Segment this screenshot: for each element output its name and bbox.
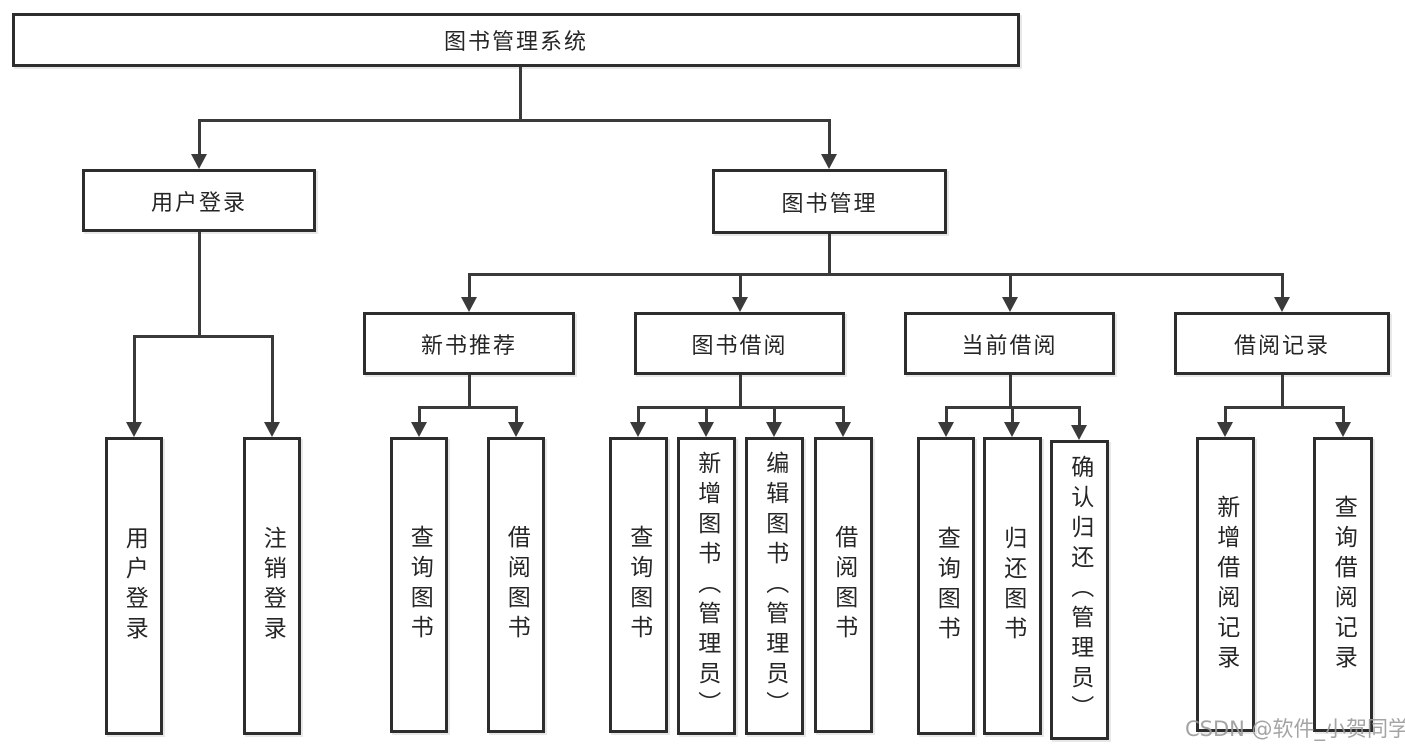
node-borrow-records-label: 借阅记录 (1233, 333, 1330, 359)
arrowhead-book-borrow (732, 297, 748, 312)
edge-current-borrow-stub (1009, 375, 1012, 408)
edge-to-new-book-rec (468, 273, 471, 299)
node-bb-borrow-books: 借阅图书 (814, 437, 873, 733)
node-cb-confirm-return-label: 确认归还（管理员） (1066, 455, 1093, 725)
node-bb-edit-books: 编辑图书（管理员） (745, 437, 804, 735)
node-bb-borrow-books-label: 借阅图书 (830, 525, 857, 645)
arrowhead-logout-action (264, 422, 280, 437)
edge-user-login-branch (133, 335, 274, 338)
edge-new-book-rec-stub (468, 375, 471, 408)
arrowhead-bb-borrow (835, 422, 851, 437)
edge-level3-branch (468, 273, 1283, 276)
edge-to-br-add (1224, 406, 1227, 424)
node-current-borrow: 当前借阅 (904, 312, 1115, 375)
arrowhead-rec-borrow (508, 422, 524, 437)
node-rec-borrow-books: 借阅图书 (487, 437, 545, 733)
edge-borrow-records-branch (1224, 406, 1345, 409)
edge-to-logout-action (271, 335, 274, 423)
node-rec-query-books: 查询图书 (390, 437, 448, 733)
arrowhead-cb-confirm (1071, 425, 1087, 440)
arrowhead-br-query (1335, 422, 1351, 437)
node-borrow-records: 借阅记录 (1174, 312, 1390, 375)
node-current-borrow-label: 当前借阅 (961, 333, 1058, 359)
edge-to-user-login (198, 119, 201, 155)
edge-to-book-mgmt (828, 119, 831, 155)
csdn-watermark: CSDN @软件_小贺同学 (1185, 717, 1405, 741)
arrowhead-current-borrow (1002, 297, 1018, 312)
edge-book-mgmt-stub (828, 234, 831, 275)
edge-to-cb-return (1011, 406, 1014, 424)
edge-to-current-borrow (1009, 273, 1012, 299)
node-user-login-action: 用户登录 (105, 437, 163, 735)
arrowhead-user-login (191, 154, 207, 169)
edge-to-cb-confirm (1078, 406, 1081, 427)
node-book-mgmt-label: 图书管理 (781, 191, 878, 217)
edge-borrow-records-stub (1281, 375, 1284, 408)
node-logout-action: 注销登录 (243, 437, 301, 735)
edge-level2-branch (198, 119, 831, 122)
edge-book-borrow-stub (739, 375, 742, 408)
node-br-add-record-label: 新增借阅记录 (1212, 494, 1239, 675)
node-bb-query-books-label: 查询图书 (625, 525, 652, 645)
arrowhead-new-book-rec (461, 297, 477, 312)
edge-to-cb-query (945, 406, 948, 424)
node-book-borrow: 图书借阅 (634, 312, 845, 375)
node-logout-action-label: 注销登录 (259, 526, 286, 646)
node-root-label: 图书管理系统 (443, 30, 588, 55)
node-bb-add-books: 新增图书（管理员） (677, 437, 736, 735)
edge-user-login-stub (198, 232, 201, 336)
edge-to-br-query (1342, 406, 1345, 424)
node-br-query-record: 查询借阅记录 (1313, 437, 1373, 732)
node-cb-query-books-label: 查询图书 (933, 526, 960, 646)
edge-to-book-borrow (739, 273, 742, 299)
edge-to-rec-query (418, 406, 421, 424)
node-cb-return-books-label: 归还图书 (999, 526, 1026, 646)
arrowhead-login-action (126, 422, 142, 437)
node-cb-query-books: 查询图书 (917, 437, 975, 735)
edge-to-bb-query (637, 406, 640, 424)
arrowhead-cb-query (938, 422, 954, 437)
node-bb-add-books-label: 新增图书（管理员） (693, 451, 720, 721)
arrowhead-bb-edit (766, 422, 782, 437)
node-br-query-record-label: 查询借阅记录 (1330, 494, 1357, 675)
node-rec-query-books-label: 查询图书 (406, 525, 433, 645)
node-user-login: 用户登录 (82, 169, 316, 232)
arrowhead-book-mgmt (821, 154, 837, 169)
edge-to-bb-add (705, 406, 708, 424)
node-new-book-rec-label: 新书推荐 (420, 333, 517, 359)
edge-new-book-rec-branch (418, 406, 518, 409)
node-new-book-rec: 新书推荐 (363, 312, 575, 375)
arrowhead-br-add (1217, 422, 1233, 437)
node-book-mgmt: 图书管理 (712, 169, 947, 234)
node-br-add-record: 新增借阅记录 (1196, 437, 1255, 732)
arrowhead-bb-add (698, 422, 714, 437)
edge-root-stub (519, 67, 522, 120)
node-cb-confirm-return: 确认归还（管理员） (1050, 440, 1109, 740)
arrowhead-cb-return (1004, 422, 1020, 437)
node-bb-edit-books-label: 编辑图书（管理员） (761, 451, 788, 721)
edge-to-borrow-records (1281, 273, 1284, 299)
edge-to-rec-borrow (515, 406, 518, 424)
node-rec-borrow-books-label: 借阅图书 (503, 525, 530, 645)
node-cb-return-books: 归还图书 (983, 437, 1042, 735)
arrowhead-rec-query (411, 422, 427, 437)
node-user-login-action-label: 用户登录 (121, 526, 148, 646)
node-book-borrow-label: 图书借阅 (691, 333, 788, 359)
edge-book-borrow-branch (637, 406, 845, 409)
edge-to-bb-edit (773, 406, 776, 424)
node-bb-query-books: 查询图书 (609, 437, 668, 733)
edge-to-bb-borrow (842, 406, 845, 424)
arrowhead-bb-query (630, 422, 646, 437)
edge-to-login-action (133, 335, 136, 423)
node-root: 图书管理系统 (12, 13, 1020, 67)
arrowhead-borrow-records (1274, 297, 1290, 312)
node-user-login-label: 用户登录 (150, 190, 247, 216)
